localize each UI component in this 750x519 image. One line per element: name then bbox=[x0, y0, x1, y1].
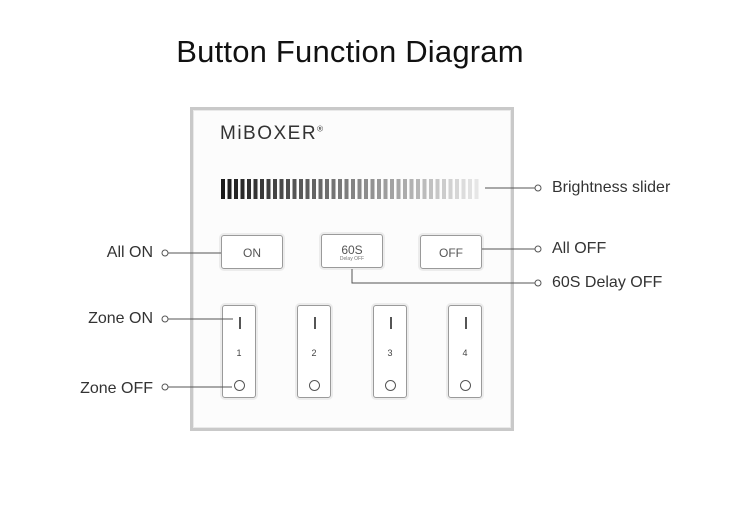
zone-on-icon[interactable] bbox=[465, 317, 467, 329]
zone-number: 4 bbox=[462, 348, 468, 358]
label-zone-on: Zone ON bbox=[88, 310, 153, 327]
zone-off-icon[interactable] bbox=[234, 380, 245, 391]
callout-dot-all-on bbox=[161, 249, 169, 257]
zone-on-icon[interactable] bbox=[239, 317, 241, 329]
slider-segment[interactable] bbox=[299, 179, 303, 199]
slider-segment[interactable] bbox=[292, 179, 297, 199]
slider-segment[interactable] bbox=[260, 179, 264, 199]
slider-segment[interactable] bbox=[305, 179, 310, 199]
callout-dot-delay-off bbox=[534, 279, 542, 287]
slider-segment[interactable] bbox=[383, 179, 388, 199]
zone-number: 2 bbox=[311, 348, 317, 358]
slider-segment[interactable] bbox=[227, 179, 232, 199]
slider-segment[interactable] bbox=[344, 179, 349, 199]
zone-4-button[interactable]: 4 bbox=[448, 305, 482, 398]
slider-segment[interactable] bbox=[474, 179, 479, 199]
brightness-slider[interactable] bbox=[221, 179, 483, 199]
slider-segment[interactable] bbox=[377, 179, 381, 199]
slider-segment[interactable] bbox=[370, 179, 375, 199]
zone-2-button[interactable]: 2 bbox=[297, 305, 331, 398]
label-zone-off: Zone OFF bbox=[80, 380, 153, 397]
zone-number: 3 bbox=[387, 348, 393, 358]
zone-off-icon[interactable] bbox=[309, 380, 320, 391]
slider-segment[interactable] bbox=[403, 179, 407, 199]
slider-segment[interactable] bbox=[273, 179, 277, 199]
slider-segment[interactable] bbox=[390, 179, 394, 199]
slider-segment[interactable] bbox=[455, 179, 459, 199]
brand-name: MiBOXER bbox=[220, 123, 318, 144]
slider-segment[interactable] bbox=[364, 179, 368, 199]
slider-segment[interactable] bbox=[279, 179, 284, 199]
callout-dot-zone-off bbox=[161, 383, 169, 391]
callout-dot-brightness bbox=[534, 184, 542, 192]
all-on-button[interactable]: ON bbox=[221, 235, 283, 269]
brand-logo: MiBOXER® bbox=[220, 123, 323, 145]
delay-button-label: 60S bbox=[341, 243, 363, 257]
registered-mark: ® bbox=[317, 124, 323, 134]
delay-button-sublabel: Delay OFF bbox=[339, 256, 365, 262]
zone-off-icon[interactable] bbox=[460, 380, 471, 391]
zone-number: 1 bbox=[236, 348, 242, 358]
label-brightness-slider: Brightness slider bbox=[552, 179, 671, 196]
delay-off-button[interactable]: 60S Delay OFF bbox=[321, 234, 383, 268]
zone-on-icon[interactable] bbox=[390, 317, 392, 329]
slider-segment[interactable] bbox=[312, 179, 316, 199]
slider-segment[interactable] bbox=[357, 179, 362, 199]
slider-segment[interactable] bbox=[247, 179, 251, 199]
slider-segment[interactable] bbox=[351, 179, 355, 199]
slider-segment[interactable] bbox=[286, 179, 290, 199]
slider-segment[interactable] bbox=[266, 179, 271, 199]
slider-segment[interactable] bbox=[409, 179, 414, 199]
slider-segment[interactable] bbox=[435, 179, 440, 199]
slider-segment[interactable] bbox=[468, 179, 472, 199]
slider-segment[interactable] bbox=[448, 179, 453, 199]
slider-segment[interactable] bbox=[416, 179, 420, 199]
label-all-on: All ON bbox=[106, 244, 153, 261]
zone-on-icon[interactable] bbox=[314, 317, 316, 329]
slider-segment[interactable] bbox=[331, 179, 336, 199]
callout-line-delay-off bbox=[351, 269, 535, 284]
label-all-off: All OFF bbox=[552, 240, 607, 257]
page-title: Button Function Diagram bbox=[176, 34, 524, 69]
zone-1-button[interactable]: 1 bbox=[222, 305, 256, 398]
slider-segment[interactable] bbox=[429, 179, 433, 199]
slider-segment[interactable] bbox=[442, 179, 446, 199]
slider-segment[interactable] bbox=[240, 179, 245, 199]
slider-segment[interactable] bbox=[221, 179, 225, 199]
zone-3-button[interactable]: 3 bbox=[373, 305, 407, 398]
all-off-button[interactable]: OFF bbox=[420, 235, 482, 269]
slider-segment[interactable] bbox=[318, 179, 323, 199]
callout-dot-all-off bbox=[534, 245, 542, 253]
zone-off-icon[interactable] bbox=[385, 380, 396, 391]
slider-segment[interactable] bbox=[253, 179, 258, 199]
slider-segment[interactable] bbox=[234, 179, 238, 199]
slider-segment[interactable] bbox=[396, 179, 401, 199]
slider-segment[interactable] bbox=[461, 179, 466, 199]
slider-segment[interactable] bbox=[338, 179, 342, 199]
label-delay-off: 60S Delay OFF bbox=[552, 274, 663, 291]
callout-dot-zone-on bbox=[161, 315, 169, 323]
slider-segment[interactable] bbox=[325, 179, 329, 199]
slider-segment[interactable] bbox=[422, 179, 427, 199]
